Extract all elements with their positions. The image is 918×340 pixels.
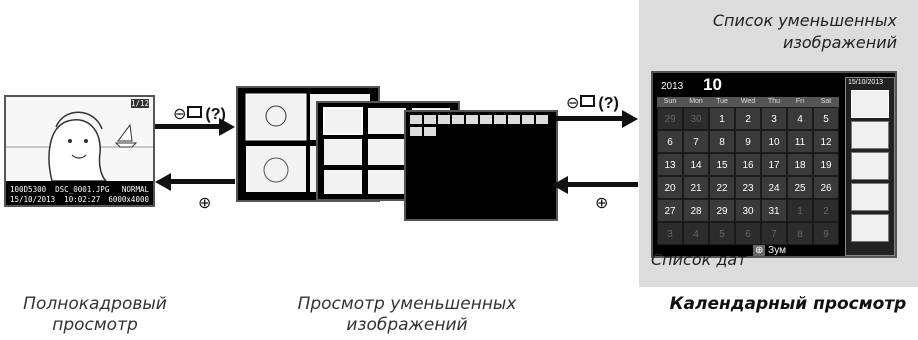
quality-info: NORMAL [122, 185, 149, 194]
calendar-date-cell[interactable]: 18 [787, 153, 813, 176]
calendar-date-cell[interactable]: 29 [657, 107, 683, 130]
selected-date: 15/10/2013 [848, 79, 883, 86]
calendar-date-cell[interactable]: 8 [709, 130, 735, 153]
thumb-item[interactable] [851, 214, 889, 242]
calendar-date-cell[interactable]: 9 [735, 130, 761, 153]
arrow-right-2 [556, 110, 638, 128]
thumb-item[interactable] [851, 90, 889, 118]
zoom-in-icon: ⊕ [753, 245, 765, 256]
calendar-date-cell[interactable]: 12 [813, 130, 839, 153]
calendar-date-cell[interactable]: 5 [709, 222, 735, 245]
arrow-right-1 [155, 118, 235, 136]
calendar-date-cell[interactable]: 5 [813, 107, 839, 130]
calendar-date-cell[interactable]: 9 [813, 222, 839, 245]
calendar-date-cell[interactable]: 4 [787, 107, 813, 130]
calendar-date-cell[interactable]: 2 [735, 107, 761, 130]
weekday: Sat [813, 97, 839, 107]
calendar-date-cell[interactable]: 2 [813, 199, 839, 222]
weekday: Tue [709, 97, 735, 107]
calendar-date-cell[interactable]: 21 [683, 176, 709, 199]
calendar-date-cell[interactable]: 30 [683, 107, 709, 130]
calendar-year: 2013 [661, 81, 683, 92]
calendar-date-cell[interactable]: 15 [709, 153, 735, 176]
calendar-date-cell[interactable]: 3 [657, 222, 683, 245]
calendar-date-cell[interactable]: 20 [657, 176, 683, 199]
weekday: Fri [787, 97, 813, 107]
calendar-date-cell[interactable]: 23 [735, 176, 761, 199]
calendar-date-cell[interactable]: 24 [761, 176, 787, 199]
thumb-item[interactable] [851, 121, 889, 149]
calendar-date-cell[interactable]: 19 [813, 153, 839, 176]
calendar-date-cell[interactable]: 13 [657, 153, 683, 176]
calendar-footer: ⊕ Зум [753, 245, 786, 256]
zoom-in-label-left: ⊕ [198, 193, 211, 213]
arrow-left-1 [155, 173, 235, 191]
weekday: Wed [735, 97, 761, 107]
caption-full-frame: Полнокадровый просмотр [15, 294, 175, 336]
arrow-left-2 [552, 176, 638, 194]
thumb-item[interactable] [851, 152, 889, 180]
date-list-label: Список дат [651, 250, 747, 269]
zoom-in-label-right: ⊕ [595, 193, 608, 213]
calendar-date-cell[interactable]: 25 [787, 176, 813, 199]
calendar-date-cell[interactable]: 6 [735, 222, 761, 245]
frame-counter: 1/12 [131, 99, 149, 108]
calendar-date-cell[interactable]: 27 [657, 199, 683, 222]
calendar-date-cell[interactable]: 7 [683, 130, 709, 153]
calendar-date-cell[interactable]: 28 [683, 199, 709, 222]
file-info: 100D5300 DSC_0001.JPG [10, 185, 109, 194]
caption-calendar: Календарный просмотр [658, 294, 918, 315]
caption-thumbnail: Просмотр уменьшенных изображений [272, 294, 542, 336]
zoom-label: Зум [768, 245, 786, 256]
thumbnail-72x-screen [404, 110, 558, 221]
calendar-date-cell[interactable]: 6 [657, 130, 683, 153]
calendar-panel: Список уменьшенных изображений 2013 10 S… [639, 0, 918, 287]
calendar-date-cell[interactable]: 30 [735, 199, 761, 222]
weekday: Thu [761, 97, 787, 107]
calendar-date-cell[interactable]: 3 [761, 107, 787, 130]
full-frame-screen: 1/12 100D5300 DSC_0001.JPG NORMAL 15/10/… [4, 95, 155, 207]
thumbnail-icon [187, 106, 202, 118]
calendar-date-cell[interactable]: 1 [709, 107, 735, 130]
thumbnail-icon [580, 95, 595, 107]
image-size: 6000x4000 [108, 195, 149, 204]
calendar-date-cell[interactable]: 31 [761, 199, 787, 222]
datetime-info: 15/10/2013 10:02:27 [10, 195, 100, 204]
weekday: Mon [683, 97, 709, 107]
calendar-date-cell[interactable]: 22 [709, 176, 735, 199]
thumb-list-label: Список уменьшенных изображений [697, 10, 897, 54]
calendar-date-cell[interactable]: 11 [787, 130, 813, 153]
calendar-date-cell[interactable]: 4 [683, 222, 709, 245]
calendar-date-cell[interactable]: 16 [735, 153, 761, 176]
calendar-date-cell[interactable]: 17 [761, 153, 787, 176]
calendar-date-cell[interactable]: 8 [787, 222, 813, 245]
calendar-date-cell[interactable]: 1 [787, 199, 813, 222]
portrait-illustration [6, 97, 153, 181]
weekday: Sun [657, 97, 683, 107]
calendar-date-cell[interactable]: 14 [683, 153, 709, 176]
weekday-header: Sun Mon Tue Wed Thu Fri Sat [657, 97, 839, 107]
calendar-date-cell[interactable]: 26 [813, 176, 839, 199]
thumb-list[interactable]: 15/10/2013 [845, 77, 895, 256]
portrait-photo [6, 97, 153, 181]
calendar-month: 10 [703, 75, 722, 95]
calendar-date-cell[interactable]: 10 [761, 130, 787, 153]
calendar-date-cell[interactable]: 29 [709, 199, 735, 222]
thumb-item[interactable] [851, 183, 889, 211]
calendar-date-cell[interactable]: 7 [761, 222, 787, 245]
